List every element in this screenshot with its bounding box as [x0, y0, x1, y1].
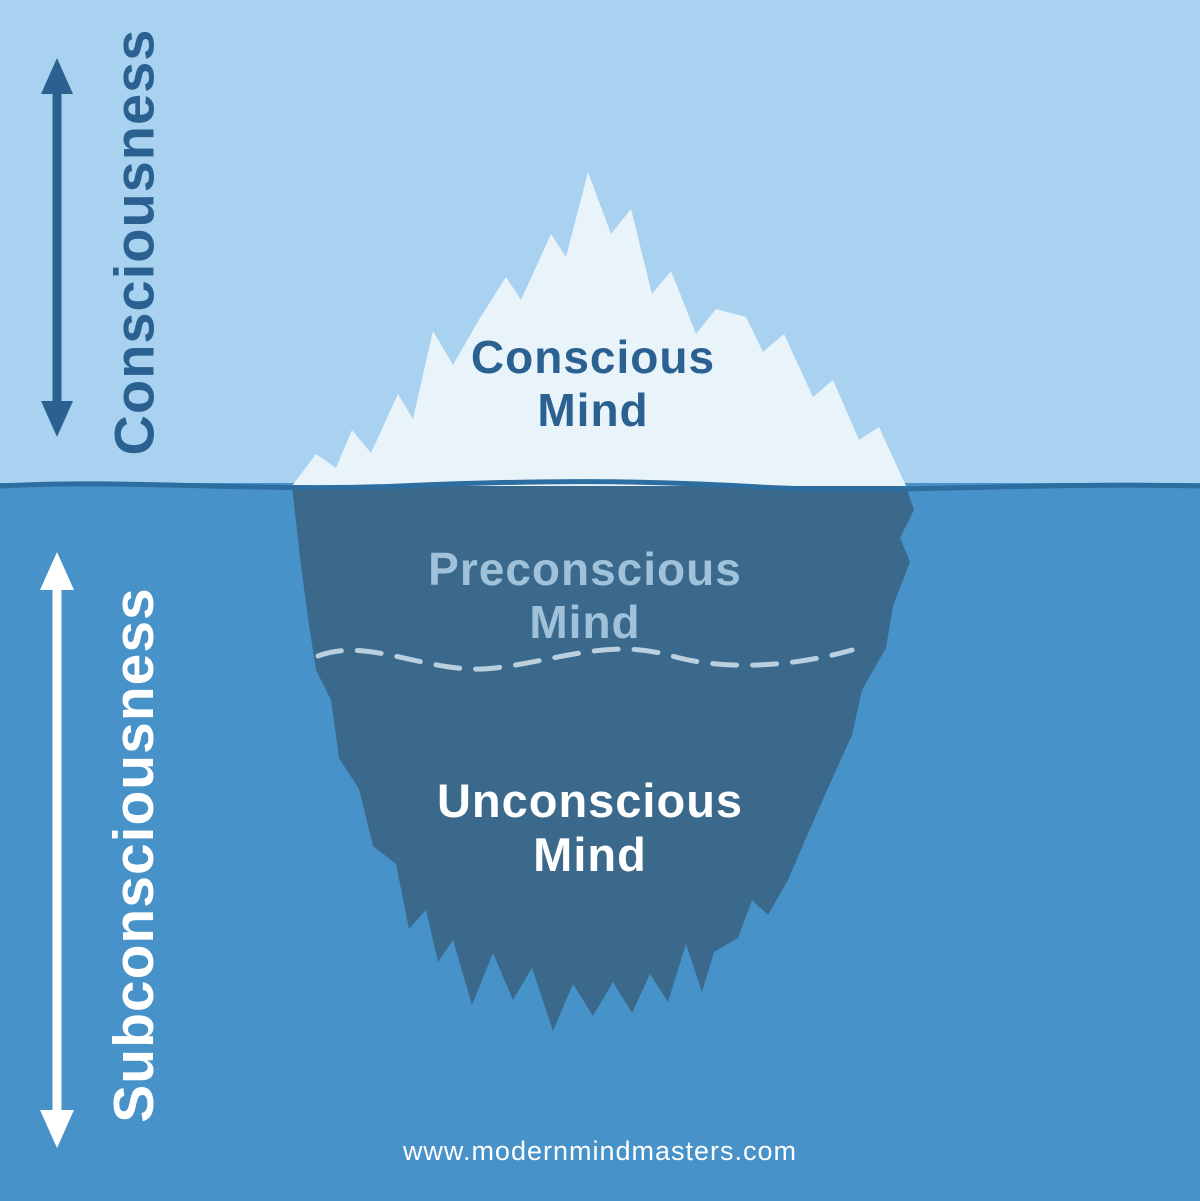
consciousness-arrow: [41, 58, 73, 437]
preconscious-mind-line2: Mind: [529, 595, 641, 648]
arrow-up-icon: [40, 552, 74, 590]
subconsciousness-label: Subconsciousness: [102, 587, 166, 1123]
unconscious-mind-line1: Unconscious: [436, 774, 744, 827]
preconscious-mind-label: Preconscious Mind: [340, 543, 830, 649]
unconscious-mind-label: Unconscious Mind: [350, 774, 830, 882]
conscious-mind-label: Conscious Mind: [378, 331, 808, 437]
iceberg-below-water: [292, 486, 914, 1031]
conscious-mind-line2: Mind: [537, 383, 649, 436]
iceberg-above-water: [292, 172, 906, 486]
subconsciousness-arrow: [40, 552, 74, 1148]
consciousness-label: Consciousness: [102, 28, 166, 456]
arrow-down-icon: [41, 401, 73, 437]
arrow-down-icon: [40, 1110, 74, 1148]
website-url: www.modernmindmasters.com: [402, 1136, 798, 1166]
unconscious-mind-line2: Mind: [533, 828, 647, 882]
arrow-up-icon: [41, 58, 73, 94]
conscious-mind-line1: Conscious: [470, 331, 716, 383]
preconscious-mind-line1: Preconscious: [428, 543, 742, 595]
preconscious-unconscious-divider: [315, 646, 855, 672]
waterline: [0, 479, 1200, 492]
